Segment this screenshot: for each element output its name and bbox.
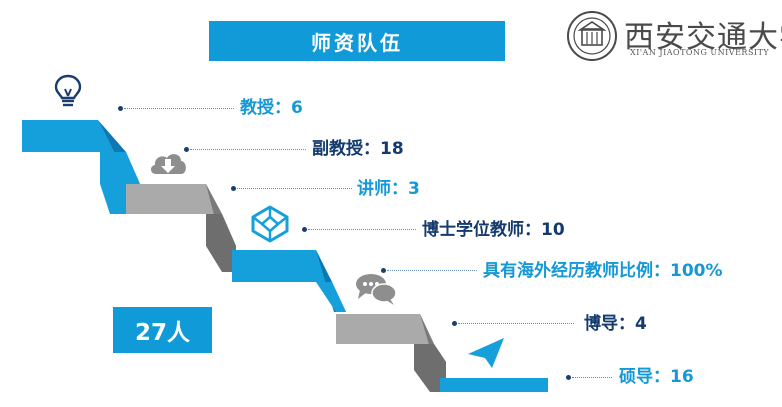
- leader-dot: [566, 375, 571, 380]
- paper-plane-icon: [468, 338, 504, 368]
- leader-line: [308, 229, 416, 230]
- university-name-en: XI'AN JIAOTONG UNIVERSITY: [630, 48, 770, 57]
- stat-lecturer: 讲师：3: [357, 179, 420, 199]
- lightbulb-icon: [54, 74, 82, 107]
- university-logo: 西安交通大学 XI'AN JIAOTONG UNIVERSITY: [566, 8, 782, 64]
- leader-dot: [184, 147, 189, 152]
- leader-dot: [118, 106, 123, 111]
- stat-professor: 教授：6: [240, 98, 303, 118]
- leader-line: [458, 323, 574, 324]
- leader-line: [572, 377, 612, 378]
- step-4-top: [336, 314, 434, 344]
- leader-line: [237, 188, 352, 189]
- chat-bubbles-icon: [356, 274, 397, 305]
- university-name-cn: 西安交通大学: [624, 20, 782, 55]
- leader-dot: [452, 321, 457, 326]
- total-faculty-count: 27人: [113, 307, 212, 353]
- codepen-cube-icon: [251, 205, 289, 243]
- step-2-top: [126, 184, 222, 214]
- stat-overseas-ratio: 具有海外经历教师比例：100%: [483, 261, 723, 281]
- leader-line: [387, 270, 477, 271]
- university-seal-icon: [567, 11, 617, 61]
- step-3-top: [232, 250, 332, 282]
- stat-phd-supervisors: 博导：4: [584, 314, 647, 334]
- page-title: 师资队伍: [209, 21, 505, 61]
- stat-doctoral-teachers: 博士学位教师：10: [422, 220, 565, 240]
- step-2-riser: [206, 214, 236, 272]
- stat-associate-professor: 副教授：18: [312, 139, 404, 159]
- step-3-riser: [316, 282, 346, 312]
- leader-line: [124, 108, 234, 109]
- leader-dot: [231, 186, 236, 191]
- stat-master-supervisors: 硕导：16: [619, 367, 694, 387]
- step-4-riser: [414, 344, 446, 392]
- step-1-top: [22, 120, 114, 152]
- leader-dot: [302, 227, 307, 232]
- cloud-download-icon: [150, 154, 186, 174]
- leader-dot: [381, 268, 386, 273]
- leader-line: [190, 149, 306, 150]
- step-5-top: [440, 378, 548, 392]
